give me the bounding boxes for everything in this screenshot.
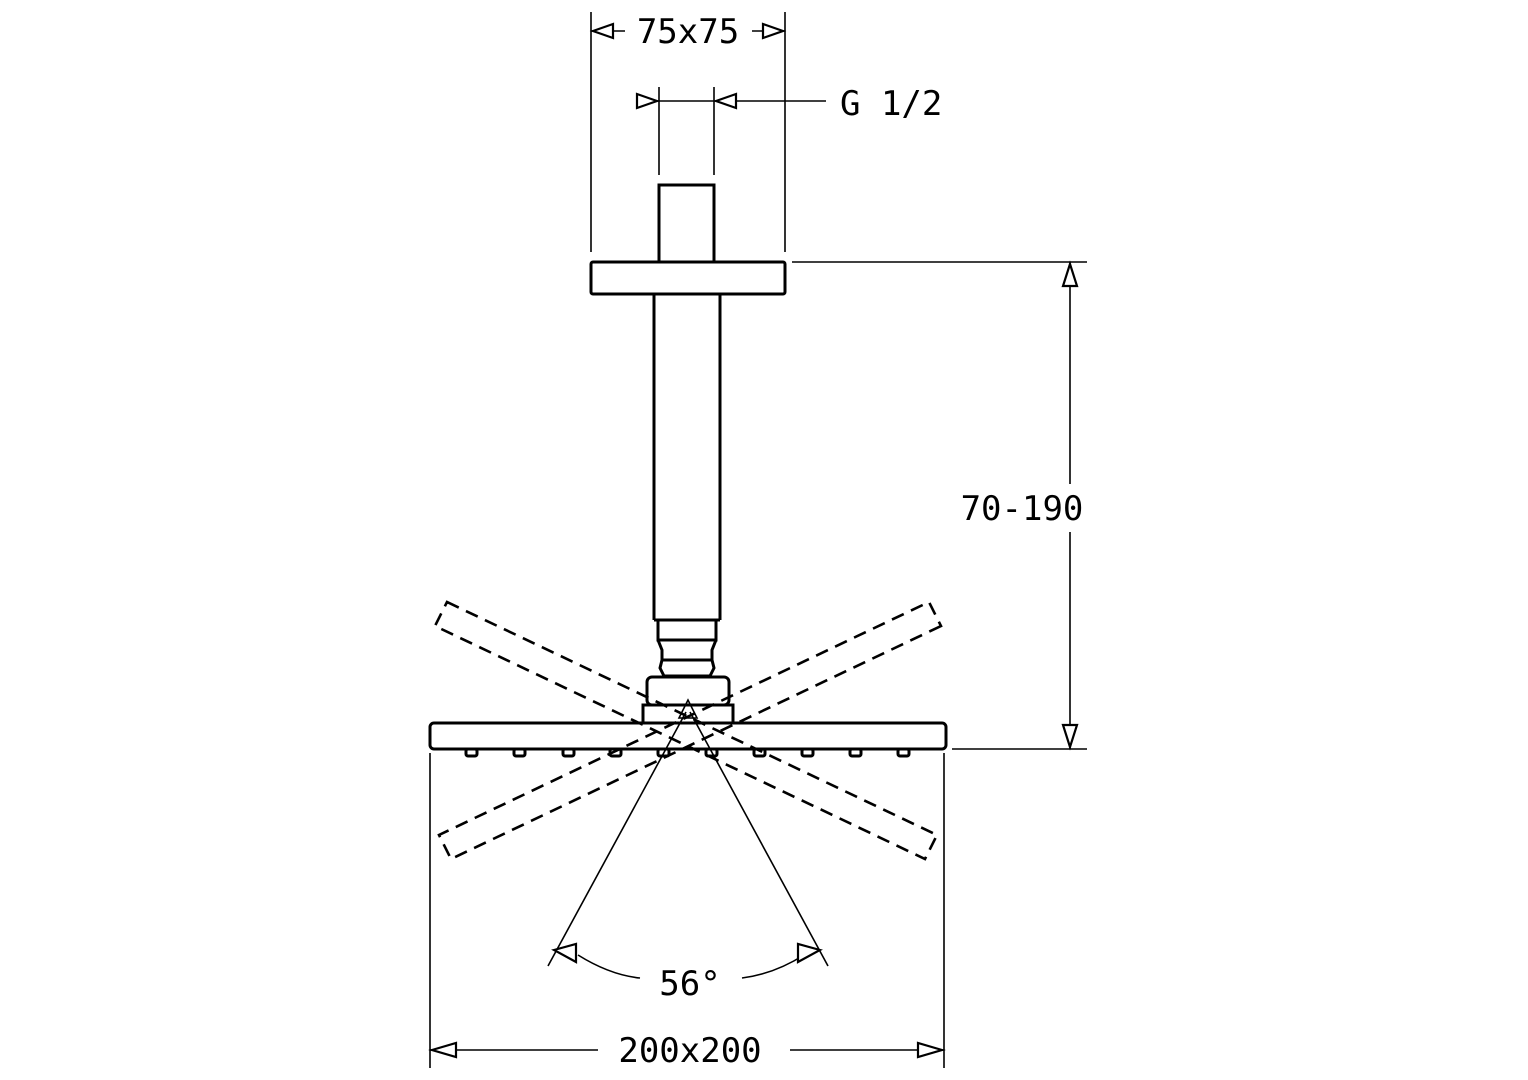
ceiling-flange	[589, 260, 787, 296]
height-dimension: 70-190	[792, 260, 1087, 751]
flange-dimension: 75x75	[589, 12, 787, 252]
tilted-head-right	[437, 600, 943, 861]
head-dimension: 200x200	[428, 753, 946, 1071]
ball-joint	[641, 620, 735, 725]
head-dimension-label: 200x200	[618, 1031, 761, 1071]
shower-head	[428, 721, 948, 751]
tilted-head-left	[433, 600, 939, 861]
angle-lines	[547, 711, 829, 979]
thread-dimension-label: G 1/2	[840, 84, 942, 124]
thread-dimension: G 1/2	[635, 84, 942, 175]
flange-dimension-label: 75x75	[637, 12, 739, 52]
angle-dimension-label: 56°	[659, 964, 720, 1004]
inlet-nipple	[657, 183, 716, 264]
shower-arm	[652, 294, 722, 622]
spray-nozzles	[464, 747, 911, 758]
height-dimension-label: 70-190	[961, 489, 1084, 529]
